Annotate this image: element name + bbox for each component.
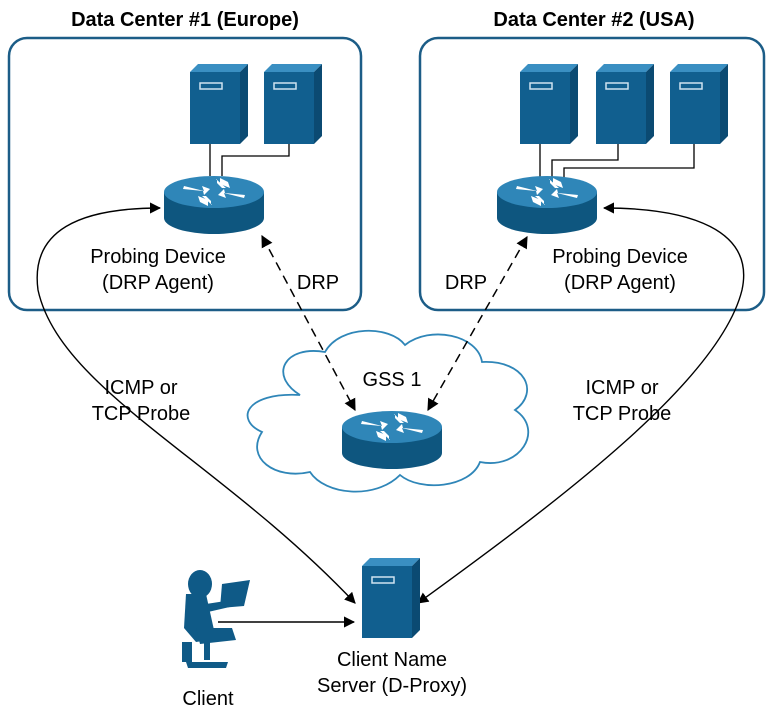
- dc2-server-1-icon: [519, 63, 579, 145]
- client-person-icon: [182, 570, 250, 668]
- datacenter1-title: Data Center #1 (Europe): [71, 9, 299, 31]
- dproxy-label-line2: Server (D-Proxy): [317, 675, 467, 697]
- dc1-server-2-icon: [263, 63, 323, 145]
- probe-right-line2: TCP Probe: [573, 403, 672, 425]
- dc1-device-label-line2: (DRP Agent): [102, 272, 214, 294]
- dc1-device-label-line1: Probing Device: [90, 246, 226, 268]
- dc1-server-1-icon: [189, 63, 249, 145]
- gss-router-icon: [342, 411, 442, 469]
- dc2-router-icon: [497, 176, 597, 234]
- dc2-server-3-icon: [669, 63, 729, 145]
- probe-left-line1: ICMP or: [105, 377, 178, 399]
- gss-label: GSS 1: [363, 369, 422, 391]
- dc1-server-links: [209, 144, 290, 176]
- dc1-drp-label: DRP: [297, 272, 339, 294]
- dc2-device-label-line2: (DRP Agent): [564, 272, 676, 294]
- dc2-server-2-icon: [595, 63, 655, 145]
- probe-right-line1: ICMP or: [586, 377, 659, 399]
- dc2-device-label-line1: Probing Device: [552, 246, 688, 268]
- client-label: Client: [182, 688, 234, 710]
- probe-curve-right: [417, 202, 745, 604]
- probe-curve-left: [36, 202, 356, 604]
- datacenter2-title: Data Center #2 (USA): [493, 9, 694, 31]
- dc1-router-icon: [164, 176, 264, 234]
- dc2-server-links: [539, 144, 695, 178]
- dproxy-server-icon: [361, 557, 421, 639]
- dproxy-label-line1: Client Name: [337, 649, 447, 671]
- dc2-drp-label: DRP: [445, 272, 487, 294]
- probe-left-line2: TCP Probe: [92, 403, 191, 425]
